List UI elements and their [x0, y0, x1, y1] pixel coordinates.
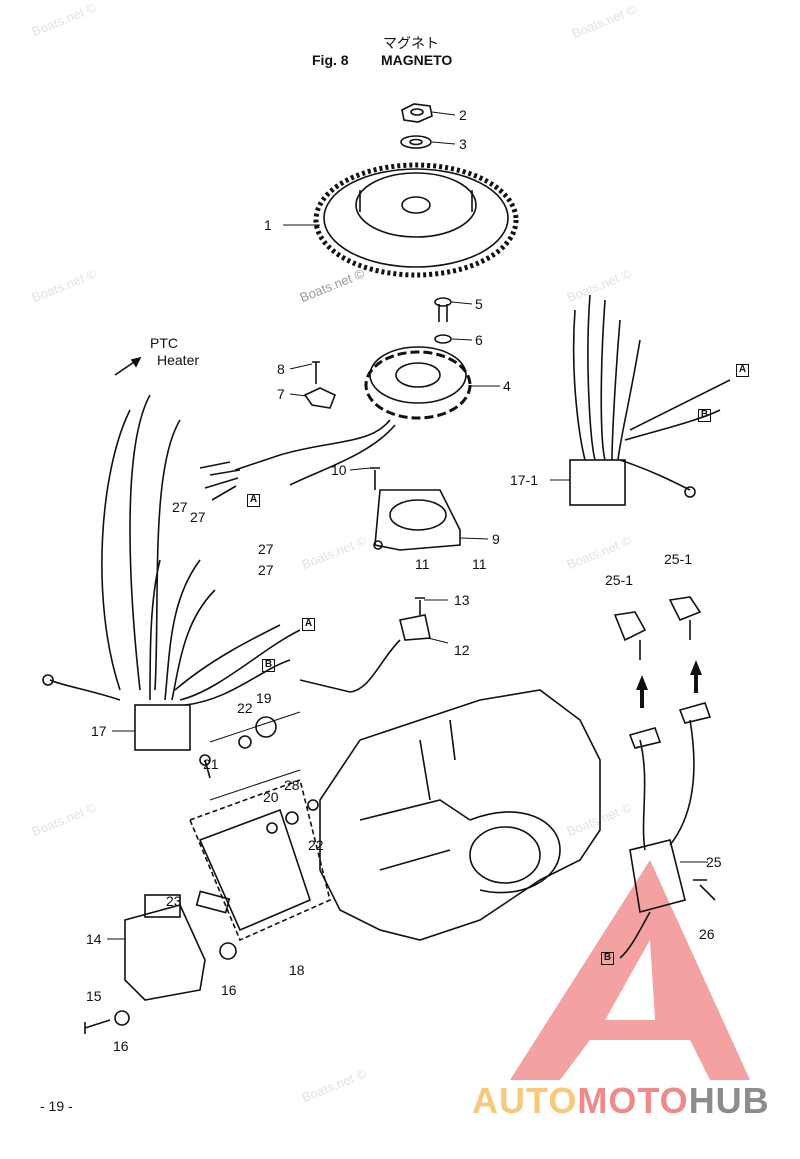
- callout-8: 8: [277, 361, 285, 377]
- stator-part: [364, 346, 472, 420]
- pulser-coil-part: [399, 614, 431, 641]
- connector-a-marker: A: [736, 364, 749, 377]
- callout-1: 1: [264, 217, 272, 233]
- ignition-coil-part: [619, 702, 712, 959]
- callout-26: 26: [699, 926, 715, 942]
- callout-3: 3: [459, 136, 467, 152]
- callout-25: 25: [706, 854, 722, 870]
- callout-28: 28: [284, 777, 300, 793]
- callout-22: 22: [237, 700, 253, 716]
- connector-b-marker: B: [698, 409, 711, 422]
- clamp-part: [303, 387, 337, 409]
- connector-b-marker: B: [262, 659, 275, 672]
- connector-b-marker: B: [601, 952, 614, 965]
- callout-25-1: 25-1: [664, 551, 693, 567]
- callout-23: 23: [166, 893, 182, 909]
- callout-14: 14: [86, 931, 102, 947]
- base-plate-part: [370, 467, 461, 551]
- callout-17: 17: [91, 723, 107, 739]
- logo-part-moto: MOTO: [577, 1080, 689, 1121]
- callout-5: 5: [475, 296, 483, 312]
- callout-20: 20: [263, 789, 279, 805]
- logo-part-hub: HUB: [688, 1080, 770, 1121]
- engine-block: [319, 689, 601, 941]
- callout-2: 2: [459, 107, 467, 123]
- connector-a-marker: A: [302, 618, 315, 631]
- figure-number: Fig. 8: [312, 52, 349, 68]
- callout-27: 27: [190, 509, 206, 525]
- bolt-part: [434, 297, 452, 344]
- callout-16: 16: [221, 982, 237, 998]
- callout-7: 7: [277, 386, 285, 402]
- callout-25-1: 25-1: [605, 572, 634, 588]
- cdi-unit-part: [124, 894, 206, 1001]
- callout-10: 10: [331, 462, 347, 478]
- logo-text: AUTOMOTOHUB: [472, 1080, 770, 1122]
- callout-18: 18: [289, 962, 305, 978]
- callout-6: 6: [475, 332, 483, 348]
- callout-13: 13: [454, 592, 470, 608]
- washer-part: [400, 135, 432, 149]
- callout-27: 27: [258, 541, 274, 557]
- connector-a-marker: A: [247, 494, 260, 507]
- heater-label: Heater: [157, 352, 200, 368]
- callout-21: 21: [203, 756, 219, 772]
- callout-11: 11: [415, 556, 430, 572]
- callout-12: 12: [454, 642, 470, 658]
- title-japanese: マグネト: [383, 35, 439, 51]
- callout-17-1: 17-1: [510, 472, 539, 488]
- callout-15: 15: [86, 988, 102, 1004]
- nut-part: [401, 103, 433, 123]
- callout-11: 11: [472, 556, 487, 572]
- connector-17-1: [569, 459, 626, 506]
- callout-27: 27: [258, 562, 274, 578]
- logo-part-auto: AUTO: [472, 1080, 578, 1121]
- callout-19: 19: [256, 690, 272, 706]
- page-title: MAGNETO: [381, 52, 453, 68]
- callout-22: 22: [308, 837, 324, 853]
- page-number: - 19 -: [40, 1098, 73, 1114]
- callout-9: 9: [492, 531, 500, 547]
- callout-16: 16: [113, 1038, 129, 1054]
- connector-17: [134, 704, 191, 751]
- callout-4: 4: [503, 378, 511, 394]
- callout-27: 27: [172, 499, 188, 515]
- flywheel-part: [313, 162, 519, 278]
- ptc-label: PTC: [150, 335, 178, 351]
